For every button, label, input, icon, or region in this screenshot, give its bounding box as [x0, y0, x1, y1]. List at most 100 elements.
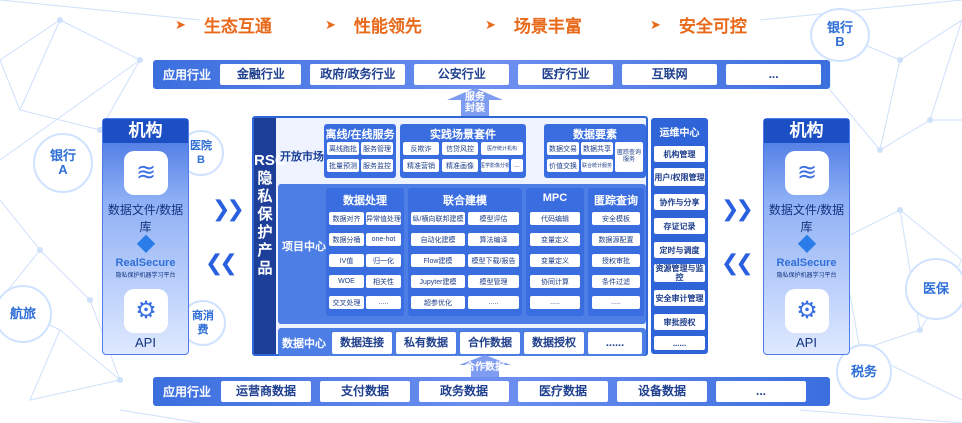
module-cell: 交叉处理	[329, 296, 364, 309]
module-anonymous-query: 匿踪查询 安全模板 数据源配置 授权审批 条件过滤 .....	[588, 188, 644, 316]
db-label: 数据文件/数据库	[107, 203, 184, 234]
layers-icon: ≋	[785, 151, 829, 195]
bottom-industry-label: 应用行业	[163, 385, 212, 399]
group-cell: 服务监控	[361, 159, 393, 172]
triangle-right-icon: ➤	[650, 16, 661, 32]
module-cell: 超参优化	[411, 296, 465, 309]
open-market-group-scenarios: 实践场景套件 反欺诈 信贷风控 医疗统计机构 精准营销 精准画像 医学影像分析 …	[400, 124, 526, 178]
triangle-right-icon: ➤	[485, 16, 496, 32]
bubble-bank-b: 银行 B	[810, 8, 870, 62]
data-center-item: 私有数据	[396, 332, 456, 354]
ops-center-title: 运维中心	[659, 128, 700, 139]
bubble-medical-insurance: 医保	[905, 258, 962, 320]
module-cell: .....	[530, 296, 580, 309]
top-industry-band: 应用行业 金融行业 政府/政务行业 公安行业 医疗行业 互联网 ...	[153, 60, 830, 89]
chevron-right-icon: ❯❯	[212, 196, 245, 221]
module-cell: 模型评估	[468, 212, 519, 225]
slogan-3: ➤场景丰富	[485, 12, 582, 37]
top-industry-item: 公安行业	[414, 64, 510, 85]
brand-label: RealSecure	[776, 257, 837, 269]
triangle-right-icon: ➤	[175, 16, 186, 32]
group-cell: 服务管理	[361, 142, 393, 155]
group-cell: 数据交易	[547, 142, 579, 155]
open-market-label: 开放市场	[280, 151, 324, 163]
module-cell: IV值	[329, 254, 364, 267]
slogan-1: ➤生态互通	[175, 12, 272, 37]
top-industry-item: 政府/政务行业	[310, 64, 406, 85]
module-title: 匿踪查询	[594, 195, 638, 207]
module-cell: 授权审批	[592, 254, 640, 267]
module-cell: 变量定义	[530, 254, 580, 267]
module-cell: 协同计算	[530, 275, 580, 288]
bottom-industry-band: 应用行业 运营商数据 支付数据 政务数据 医疗数据 设备数据 ...	[153, 377, 830, 406]
module-title: 数据处理	[343, 195, 387, 207]
group-cell: 价值交换	[547, 159, 579, 172]
brand-sub-label: 隐私保护机器学习平台	[115, 273, 176, 279]
institution-left-panel: 机构 ≋ 数据文件/数据库 ◆ RealSecure 隐私保护机器学习平台 ⚙ …	[102, 118, 189, 355]
ops-item: 机构管理	[654, 146, 705, 162]
group-cell: 离线跑批	[327, 142, 359, 155]
institution-title: 机构	[764, 119, 849, 143]
service-arrow-label: 服务 封装	[465, 92, 485, 114]
api-network-icon: ⚙	[785, 289, 829, 333]
group-cell: 精准营销	[403, 159, 439, 172]
realsecure-logo-icon: ◆	[136, 229, 156, 256]
ops-item: 用户/权限管理	[654, 168, 705, 186]
module-cell: .....	[468, 296, 519, 309]
module-cell: Jupyter建模	[411, 275, 465, 288]
group-cell: 医学影像分析	[481, 159, 509, 172]
ops-item: 安全审计管理	[654, 290, 705, 306]
group-cell: 匿踪查询服务	[615, 142, 643, 172]
institution-title: 机构	[103, 119, 188, 143]
ops-item: 协作与分享	[654, 194, 705, 210]
module-cell: 安全模板	[592, 212, 640, 225]
coop-arrow	[459, 355, 511, 377]
realsecure-logo-icon: ◆	[797, 229, 817, 256]
ops-item: 审批授权	[654, 314, 705, 330]
bottom-industry-item: 运营商数据	[221, 381, 311, 402]
group-cell: 数据共享	[581, 142, 613, 155]
chevron-left-icon: ❮❮	[205, 250, 238, 275]
module-cell: 代码编辑	[530, 212, 580, 225]
group-title: 实践场景套件	[430, 129, 496, 141]
module-cell: 纵/横向联邦建模	[411, 212, 465, 225]
slogan-4: ➤安全可控	[650, 12, 747, 37]
module-cell: Flow建模	[411, 254, 465, 267]
bottom-industry-item: 设备数据	[617, 381, 707, 402]
group-title: 离线/在线服务	[325, 129, 395, 141]
layers-icon: ≋	[124, 151, 168, 195]
slogan-text: 性能领先	[353, 17, 422, 36]
top-industry-item: ...	[726, 64, 822, 85]
top-industry-item: 医疗行业	[518, 64, 614, 85]
service-arrow	[447, 88, 503, 118]
module-cell: WOE	[329, 275, 364, 288]
module-cell: 算法编译	[468, 233, 519, 246]
group-cell: 反欺诈	[403, 142, 439, 155]
group-cell: 信贷风控	[442, 142, 478, 155]
slogan-2: ➤ 性能领先	[325, 12, 422, 37]
module-cell: 模型下载/报告	[468, 254, 519, 267]
module-cell: 相关性	[366, 275, 401, 288]
module-title: 联合建模	[443, 195, 487, 207]
ops-item: ......	[654, 336, 705, 350]
bubble-bank-a: 银行 A	[33, 133, 93, 193]
data-center-item: 合作数据	[460, 332, 520, 354]
module-cell: .....	[592, 296, 640, 309]
module-title: MPC	[542, 192, 568, 204]
group-cell: 批量预测	[327, 159, 359, 172]
module-cell: .....	[366, 296, 401, 309]
module-cell: 数据分桶	[329, 233, 364, 246]
group-cell: 精准画像	[442, 159, 478, 172]
module-cell: 变量定义	[530, 233, 580, 246]
bottom-industry-item: 医疗数据	[518, 381, 608, 402]
core-title: RSC隐私保护产品	[254, 118, 286, 354]
module-cell: 数据源配置	[592, 233, 640, 246]
module-data-processing: 数据处理 数据对齐 异常值处理 数据分桶 one-hot IV值 归一化 WOE…	[326, 188, 404, 316]
top-industry-item: 互联网	[622, 64, 718, 85]
data-center-item: 数据连接	[332, 332, 392, 354]
module-cell: one-hot	[366, 233, 401, 246]
module-mpc: MPC 代码编辑 变量定义 变量定义 协同计算 .....	[526, 188, 584, 316]
module-cell: 数据对齐	[329, 212, 364, 225]
triangle-right-icon: ➤	[325, 16, 336, 32]
